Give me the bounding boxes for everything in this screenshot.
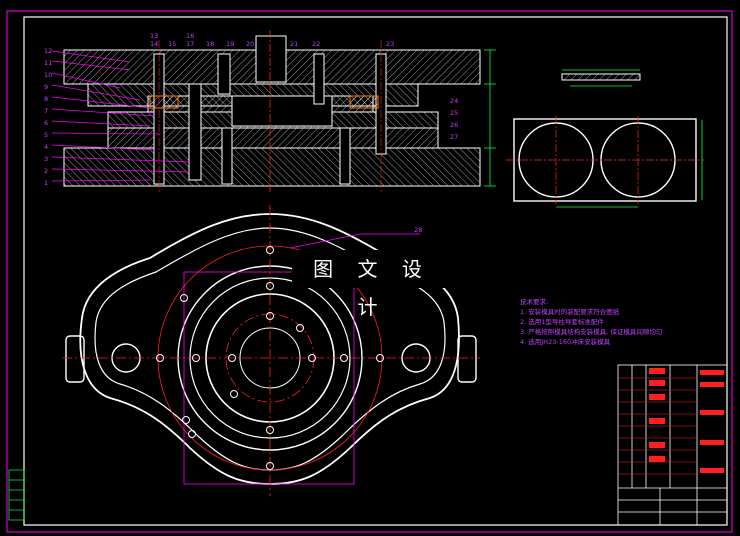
part-label: 17 [186, 40, 194, 48]
part-label: 22 [312, 40, 320, 48]
part-label: 9 [44, 83, 48, 91]
part-label: 27 [450, 133, 458, 141]
part-label: 6 [44, 119, 48, 127]
notes-title: 技术要求: [520, 298, 549, 306]
part-labels-left: 12 11 10 9 8 7 6 5 4 3 2 1 [44, 47, 52, 187]
part-view-small [561, 69, 641, 87]
part-view-blank [506, 116, 704, 208]
note-item-2: 2. 选用1型导柱导套标准配件 [520, 318, 604, 326]
section-view [63, 30, 496, 194]
part-label: 8 [44, 95, 48, 103]
part-label: 15 [168, 40, 176, 48]
part-label: 7 [44, 107, 48, 115]
sheet-border-inner [23, 16, 728, 526]
part-label: 19 [226, 40, 234, 48]
part-label: 14 [150, 40, 158, 48]
plan-label: 28 [414, 226, 422, 234]
sheet-border-outer [6, 10, 733, 533]
watermark: 图 文 设 计 [292, 250, 452, 319]
title-block [617, 364, 728, 526]
part-label: 24 [450, 97, 458, 105]
plan-view [62, 205, 480, 496]
note-item-3: 3. 严格按照模具结构安装模具, 保证模具间隙均匀 [520, 328, 663, 336]
part-label: 2 [44, 167, 48, 175]
technical-notes: 技术要求: 1. 安装模具时的装配要求符合图纸 2. 选用1型导柱导套标准配件 … [520, 297, 662, 347]
part-label: 18 [206, 40, 214, 48]
part-label: 23 [386, 40, 394, 48]
left-leaders [51, 50, 191, 182]
part-label: 11 [44, 59, 52, 67]
revision-strip [8, 469, 25, 521]
part-labels-right: 24 25 26 27 [450, 97, 458, 141]
part-label: 10 [44, 71, 52, 79]
note-item-4: 4. 选用JH23-160冲床安装模具 [520, 338, 611, 346]
part-label: 1 [44, 179, 48, 187]
note-item-1: 1. 安装模具时的装配要求符合图纸 [520, 308, 620, 316]
part-label: 16 [186, 32, 194, 40]
part-label: 12 [44, 47, 52, 55]
part-label: 26 [450, 121, 458, 129]
part-label: 3 [44, 155, 48, 163]
part-label: 20 [246, 40, 254, 48]
part-label: 4 [44, 143, 48, 151]
part-label: 5 [44, 131, 48, 139]
part-label: 13 [150, 32, 158, 40]
part-label: 25 [450, 109, 458, 117]
part-label: 21 [290, 40, 298, 48]
